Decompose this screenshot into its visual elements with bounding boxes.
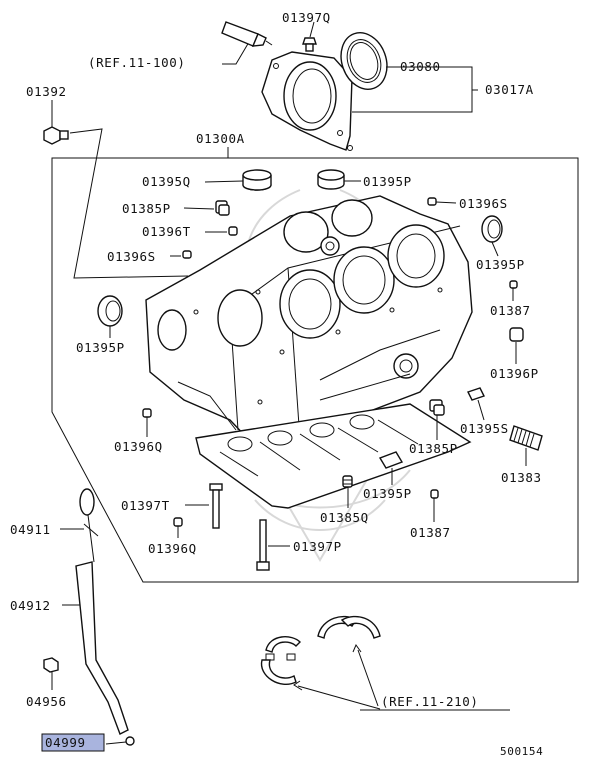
plug-01395P-top bbox=[317, 169, 345, 190]
sealant-tube bbox=[221, 21, 273, 47]
plug-01385P-top bbox=[215, 200, 230, 216]
ref-11-100[interactable]: (REF.11-100) bbox=[88, 55, 186, 70]
plug-01383 bbox=[509, 425, 543, 451]
label-01387-bottom[interactable]: 01387 bbox=[410, 525, 451, 540]
label-01396S-right[interactable]: 01396S bbox=[459, 196, 508, 211]
label-01392[interactable]: 01392 bbox=[26, 84, 67, 99]
pin-01396Q-bottom bbox=[173, 517, 183, 527]
label-01397P[interactable]: 01397P bbox=[293, 539, 342, 554]
pin-01396S-left bbox=[182, 250, 192, 259]
pin-01387-right bbox=[509, 280, 518, 289]
label-01385Q[interactable]: 01385Q bbox=[320, 510, 369, 525]
pin-01396Q-left bbox=[142, 408, 152, 418]
thrust-bearings bbox=[260, 615, 381, 685]
label-03080[interactable]: 03080 bbox=[400, 59, 441, 74]
engine-block bbox=[145, 195, 473, 461]
label-01395S[interactable]: 01395S bbox=[460, 421, 509, 436]
label-01383[interactable]: 01383 bbox=[501, 470, 542, 485]
label-03017A[interactable]: 03017A bbox=[485, 82, 534, 97]
plug-01392 bbox=[43, 126, 69, 145]
oil-level-dipstick bbox=[75, 488, 135, 746]
label-01395Q[interactable]: 01395Q bbox=[142, 174, 191, 189]
plug-01395P-left bbox=[97, 295, 123, 327]
plug-01395S bbox=[467, 387, 485, 401]
diagram-id: 500154 bbox=[500, 745, 543, 758]
ref-11-210[interactable]: (REF.11-210) bbox=[381, 694, 479, 709]
label-01385P-top[interactable]: 01385P bbox=[122, 201, 171, 216]
label-01385P-mid[interactable]: 01385P bbox=[409, 441, 458, 456]
oil-seal-03080 bbox=[340, 32, 388, 90]
pin-01396P bbox=[509, 327, 524, 342]
label-01395P-right[interactable]: 01395P bbox=[476, 257, 525, 272]
plug-01395P-right bbox=[481, 215, 503, 243]
label-01387-right[interactable]: 01387 bbox=[490, 303, 531, 318]
label-01396Q-bottom[interactable]: 01396Q bbox=[148, 541, 197, 556]
bolt-04956 bbox=[43, 657, 59, 673]
label-01396S-left[interactable]: 01396S bbox=[107, 249, 156, 264]
svg-text:(REF.11-210): (REF.11-210) bbox=[381, 694, 479, 709]
label-01396P[interactable]: 01396P bbox=[490, 366, 539, 381]
label-01395P-top[interactable]: 01395P bbox=[363, 174, 412, 189]
label-04911[interactable]: 04911 bbox=[10, 522, 51, 537]
label-04999[interactable]: 04999 bbox=[45, 735, 86, 750]
bolt-01397P bbox=[256, 519, 270, 571]
label-01395P-bottom[interactable]: 01395P bbox=[363, 486, 412, 501]
highlight-04999 bbox=[41, 733, 105, 752]
svg-text:(REF.11-100): (REF.11-100) bbox=[88, 55, 186, 70]
pin-01387-bottom bbox=[430, 489, 439, 499]
label-01396Q-left[interactable]: 01396Q bbox=[114, 439, 163, 454]
plug-01395Q bbox=[242, 169, 272, 191]
bolt-01397T bbox=[209, 483, 223, 529]
block-group-frame bbox=[51, 157, 579, 583]
label-01395P-left[interactable]: 01395P bbox=[76, 340, 125, 355]
rear-seal-case bbox=[261, 51, 353, 151]
label-01397Q[interactable]: 01397Q bbox=[282, 10, 331, 25]
plug-01385P-mid bbox=[429, 399, 445, 416]
label-01397T[interactable]: 01397T bbox=[121, 498, 170, 513]
plug-01395P-bottom bbox=[378, 451, 404, 469]
label-04956[interactable]: 04956 bbox=[26, 694, 67, 709]
pin-01396S-right bbox=[427, 197, 437, 206]
bolt-01397Q bbox=[302, 37, 317, 52]
plug-01385Q bbox=[342, 475, 353, 488]
pin-01396T bbox=[228, 226, 238, 236]
label-04912[interactable]: 04912 bbox=[10, 598, 51, 613]
lower-crankcase bbox=[195, 403, 472, 509]
label-01300A[interactable]: 01300A bbox=[196, 131, 245, 146]
label-01396T[interactable]: 01396T bbox=[142, 224, 191, 239]
